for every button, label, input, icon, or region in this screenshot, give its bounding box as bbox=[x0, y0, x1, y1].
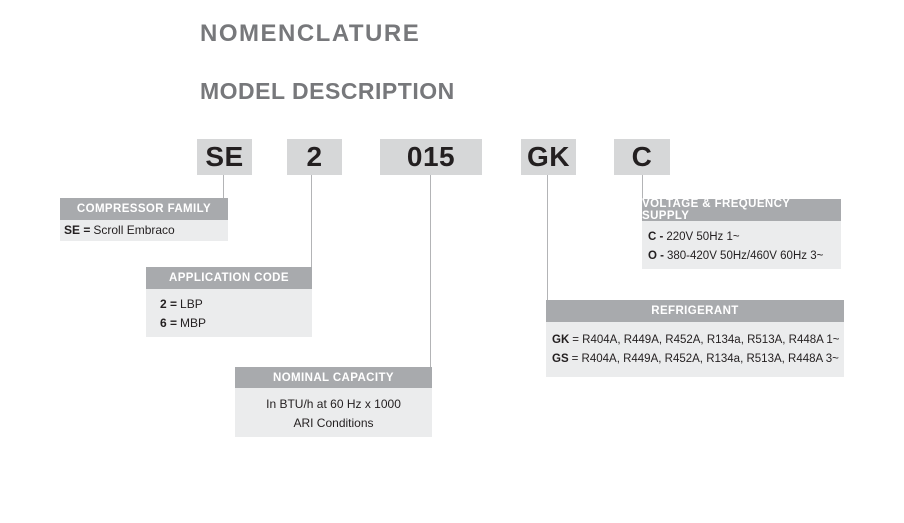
legend-refrigerant-title: REFRIGERANT bbox=[546, 300, 844, 322]
connector-line-capacity bbox=[430, 175, 431, 367]
connector-line-application bbox=[311, 175, 312, 267]
entry-value: Scroll Embraco bbox=[93, 223, 175, 238]
legend-entry: 2 =LBP bbox=[160, 295, 312, 314]
legend-nominal-capacity: NOMINAL CAPACITY In BTU/h at 60 Hz x 100… bbox=[235, 367, 432, 437]
legend-entry: 6 =MBP bbox=[160, 314, 312, 333]
legend-entry: ARI Conditions bbox=[293, 416, 374, 430]
legend-compressor-family-body: SE =Scroll Embraco bbox=[60, 220, 228, 241]
legend-entry: In BTU/h at 60 Hz x 1000 bbox=[266, 397, 401, 411]
connector-line-voltage bbox=[642, 175, 643, 199]
legend-application-code-body: 2 =LBP 6 =MBP bbox=[146, 289, 312, 337]
entry-key: O - bbox=[648, 249, 664, 262]
page-subtitle: MODEL DESCRIPTION bbox=[200, 78, 455, 104]
entry-value: LBP bbox=[180, 297, 203, 311]
entry-key: 6 = bbox=[160, 315, 178, 330]
legend-voltage-frequency-title: VOLTAGE & FREQUENCY SUPPLY bbox=[642, 198, 841, 222]
entry-key: SE = bbox=[64, 223, 91, 238]
code-segment-capacity: 015 bbox=[380, 139, 482, 175]
legend-entry: GS= R404A, R449A, R452A, R134a, R513A, R… bbox=[552, 350, 844, 369]
legend-entry: O -380-420V 50Hz/460V 60Hz 3~ bbox=[648, 247, 841, 266]
entry-value: = R404A, R449A, R452A, R134a, R513A, R44… bbox=[572, 334, 840, 346]
entry-key: GK bbox=[552, 334, 570, 346]
entry-key: C - bbox=[648, 231, 664, 243]
code-segment-voltage: C bbox=[614, 139, 670, 175]
connector-line-family bbox=[223, 175, 224, 198]
legend-refrigerant: REFRIGERANT GK= R404A, R449A, R452A, R13… bbox=[546, 300, 844, 377]
entry-value: MBP bbox=[180, 315, 207, 330]
entry-value: = R404A, R449A, R452A, R134a, R513A, R44… bbox=[571, 352, 839, 365]
legend-application-code: APPLICATION CODE 2 =LBP 6 =MBP bbox=[146, 267, 312, 337]
legend-voltage-frequency-body: C -220V 50Hz 1~ O -380-420V 50Hz/460V 60… bbox=[642, 221, 841, 269]
legend-compressor-family-title: COMPRESSOR FAMILY bbox=[60, 198, 228, 220]
legend-nominal-capacity-body: In BTU/h at 60 Hz x 1000 ARI Conditions bbox=[235, 388, 432, 437]
legend-voltage-frequency-supply: VOLTAGE & FREQUENCY SUPPLY C -220V 50Hz … bbox=[642, 198, 841, 269]
legend-refrigerant-body: GK= R404A, R449A, R452A, R134a, R513A, R… bbox=[546, 322, 844, 377]
legend-entry: GK= R404A, R449A, R452A, R134a, R513A, R… bbox=[552, 331, 844, 350]
legend-nominal-capacity-title: NOMINAL CAPACITY bbox=[235, 367, 432, 388]
code-segment-refrigerant: GK bbox=[521, 139, 576, 175]
code-segment-application: 2 bbox=[287, 139, 342, 175]
legend-entry: SE =Scroll Embraco bbox=[64, 221, 175, 240]
entry-value: 380-420V 50Hz/460V 60Hz 3~ bbox=[666, 249, 824, 262]
code-segment-family: SE bbox=[197, 139, 252, 175]
legend-application-code-title: APPLICATION CODE bbox=[146, 267, 312, 289]
entry-key: GS bbox=[552, 352, 569, 365]
connector-line-refrigerant bbox=[547, 175, 548, 300]
entry-value: 220V 50Hz 1~ bbox=[666, 231, 740, 243]
legend-compressor-family: COMPRESSOR FAMILY SE =Scroll Embraco bbox=[60, 198, 228, 241]
page-title: NOMENCLATURE bbox=[200, 20, 421, 47]
entry-key: 2 = bbox=[160, 297, 178, 311]
legend-entry: C -220V 50Hz 1~ bbox=[648, 228, 841, 247]
